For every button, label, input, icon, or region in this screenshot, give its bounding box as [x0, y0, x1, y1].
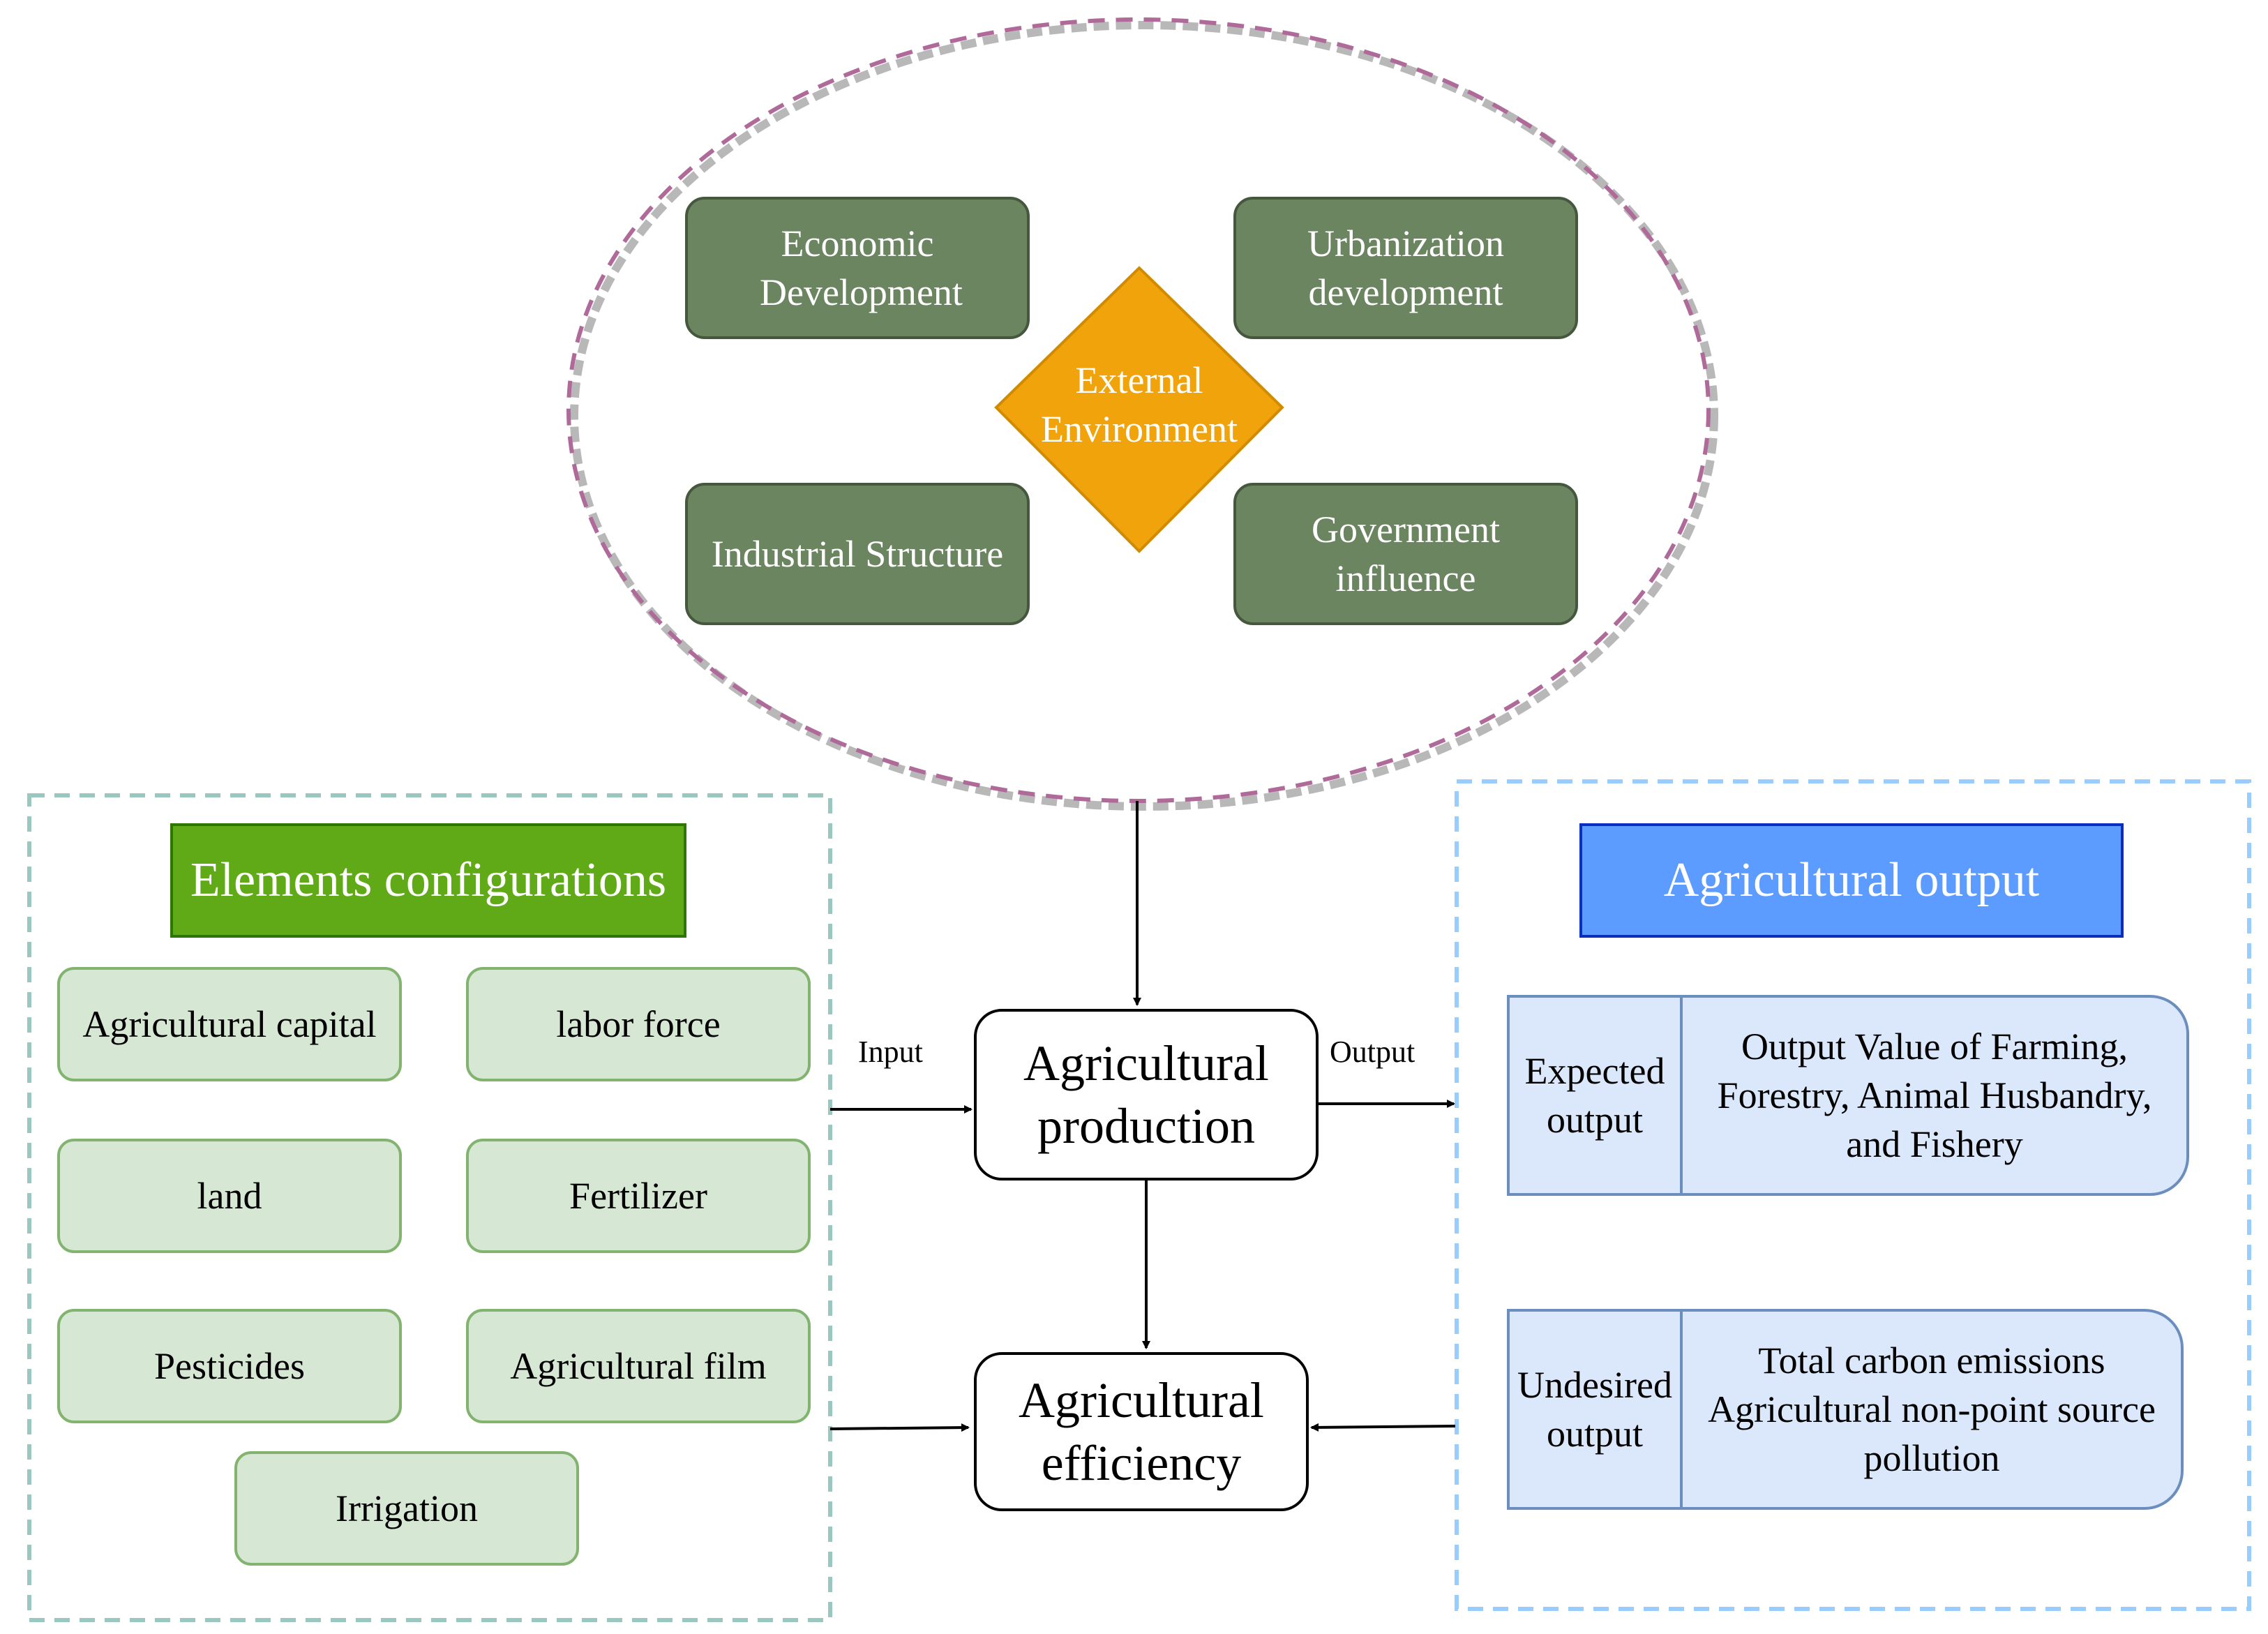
expected-output-label: Expected output: [1510, 998, 1683, 1193]
undesired-output-description-text: Total carbon emissions Agricultural non-…: [1708, 1340, 2156, 1479]
factor-economic-development: Economic Development: [685, 197, 1030, 339]
external-environment-label: External Environment: [1026, 356, 1253, 460]
element-label: Pesticides: [154, 1345, 305, 1387]
factor-government-influence: Government influence: [1233, 483, 1578, 625]
element-labor-force: labor force: [466, 967, 811, 1081]
element-agricultural-capital: Agricultural capital: [57, 967, 402, 1081]
element-label: Agricultural capital: [82, 1003, 377, 1045]
agricultural-production-box: Agricultural production: [974, 1009, 1319, 1180]
undesired-output-label: Undesired output: [1510, 1312, 1683, 1507]
external-environment-text: External Environment: [1041, 359, 1238, 450]
element-label: Irrigation: [336, 1487, 478, 1529]
output-title-text: Agricultural output: [1663, 853, 2040, 907]
undesired-output-description: Total carbon emissions Agricultural non-…: [1683, 1312, 2181, 1507]
factor-urbanization-development: Urbanization development: [1233, 197, 1578, 339]
element-irrigation: Irrigation: [234, 1451, 579, 1566]
undesired-output-box: Undesired output Total carbon emissions …: [1507, 1309, 2184, 1510]
factor-government-influence-label: Government influence: [1312, 509, 1500, 599]
element-label: Fertilizer: [569, 1175, 707, 1217]
agricultural-production-text: Agricultural production: [1023, 1035, 1269, 1154]
external-environment-diamond: [994, 266, 1284, 553]
elements-title-text: Elements configurations: [190, 853, 667, 907]
output-title: Agricultural output: [1579, 823, 2124, 938]
elements-frame: [27, 793, 832, 1622]
element-label: land: [197, 1175, 262, 1217]
agricultural-efficiency-text: Agricultural efficiency: [1019, 1372, 1264, 1491]
input-label: Input: [858, 1035, 923, 1069]
factor-industrial-structure: Industrial Structure: [685, 483, 1030, 625]
element-label: labor force: [556, 1003, 721, 1045]
elements-title: Elements configurations: [170, 823, 686, 938]
element-agricultural-film: Agricultural film: [466, 1309, 811, 1423]
element-label: Agricultural film: [510, 1345, 767, 1387]
ellipse-shadow: [570, 21, 1718, 811]
expected-output-box: Expected output Output Value of Farming,…: [1507, 995, 2189, 1196]
factor-economic-development-label: Economic Development: [760, 223, 963, 313]
element-land: land: [57, 1139, 402, 1253]
arrow-output-to-efficiency: [1310, 1423, 1456, 1432]
factor-urbanization-development-label: Urbanization development: [1307, 223, 1504, 313]
element-pesticides: Pesticides: [57, 1309, 402, 1423]
arrow-elements-to-efficiency: [829, 1423, 970, 1432]
expected-output-description-text: Output Value of Farming, Forestry, Anima…: [1717, 1026, 2152, 1165]
factor-industrial-structure-label: Industrial Structure: [711, 533, 1004, 575]
output-label: Output: [1330, 1035, 1415, 1069]
expected-output-label-text: Expected output: [1524, 1050, 1665, 1141]
undesired-output-label-text: Undesired output: [1517, 1364, 1672, 1455]
agricultural-efficiency-box: Agricultural efficiency: [974, 1352, 1309, 1511]
expected-output-description: Output Value of Farming, Forestry, Anima…: [1683, 998, 2186, 1193]
output-frame: [1455, 779, 2251, 1611]
element-fertilizer: Fertilizer: [466, 1139, 811, 1253]
